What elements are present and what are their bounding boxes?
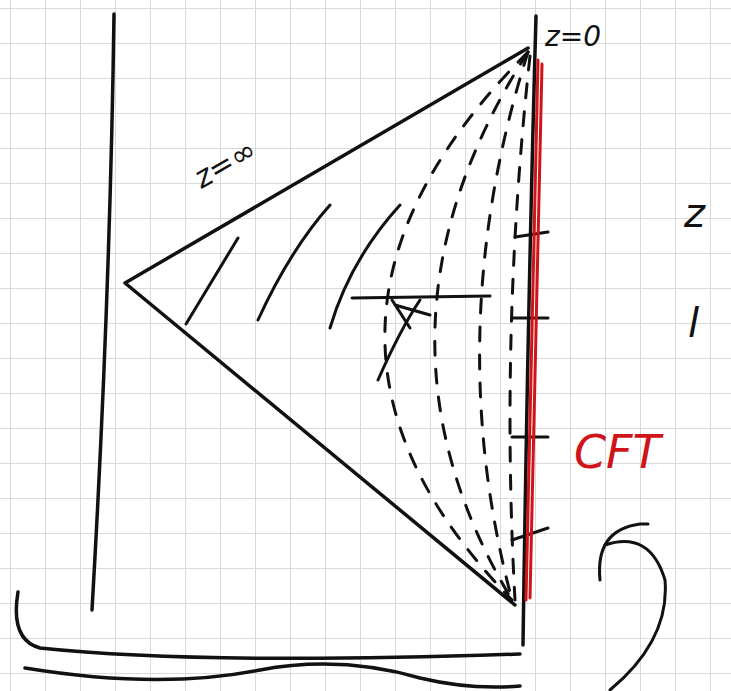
boundary-line	[523, 16, 536, 645]
boundary-label: z=0	[545, 20, 601, 53]
hatch-line	[258, 205, 330, 320]
horizon-label: z=∞	[188, 132, 263, 195]
bracket	[600, 524, 649, 580]
dashed-geodesic	[480, 52, 528, 600]
dashed-geodesic	[385, 52, 528, 600]
hatch-line	[186, 238, 238, 324]
cft-label-wrap: CFT	[574, 425, 661, 479]
variable-label: l	[688, 300, 699, 346]
cft-boundary	[530, 64, 542, 598]
hatch-line	[330, 205, 400, 328]
cft-label: CFT	[574, 425, 661, 479]
left-axis	[92, 14, 114, 610]
wedge-outline	[125, 48, 528, 605]
curved-arrow	[605, 542, 665, 690]
base-curve	[16, 592, 520, 658]
wave-line	[25, 664, 520, 687]
variable-label-wrap: l	[688, 300, 699, 346]
arrow-head	[392, 300, 430, 328]
arrow-shaft	[352, 296, 490, 298]
boundary-label-wrap: z=0	[545, 20, 601, 53]
horizon-label-wrap: z=∞	[188, 132, 263, 195]
dashed-geodesic	[435, 52, 528, 600]
variable-label-wrap: z	[684, 190, 705, 236]
variable-label: z	[684, 190, 705, 236]
